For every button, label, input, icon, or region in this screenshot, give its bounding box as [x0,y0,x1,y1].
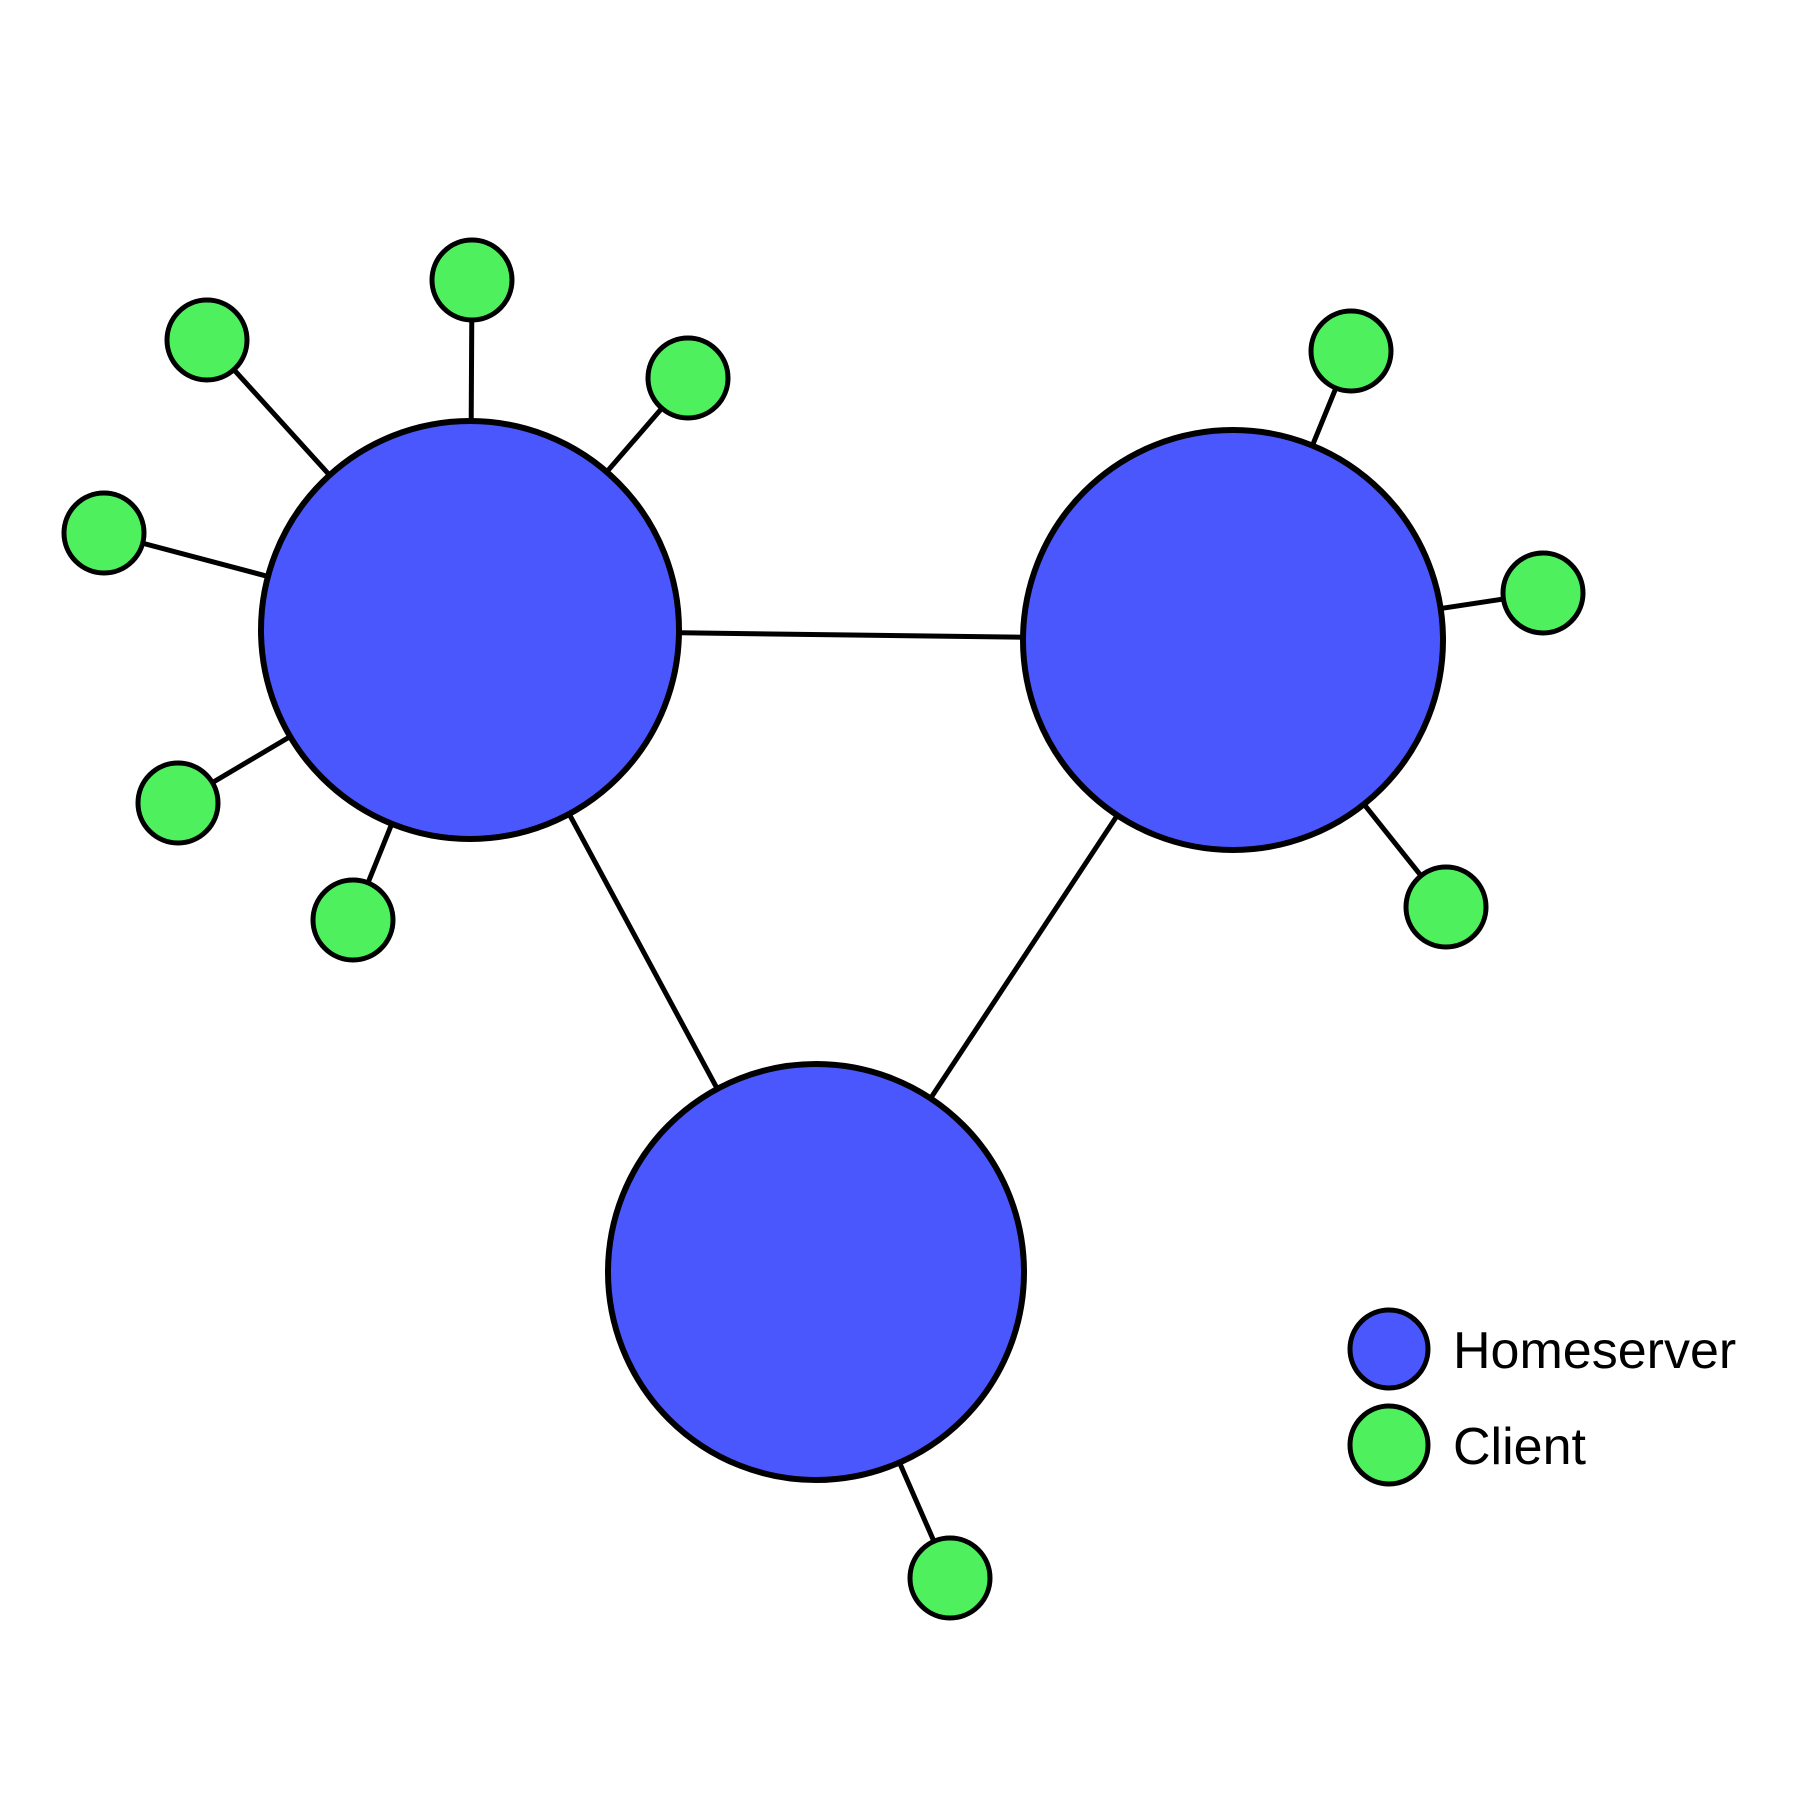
client-node-c5 [135,760,221,846]
client-node-c1 [164,297,250,383]
legend: Homeserver Client [1347,1307,1736,1487]
client-node-c8 [1500,550,1586,636]
legend-client-label: Client [1453,1418,1586,1476]
client-node-c7 [1308,308,1394,394]
legend-homeserver-label: Homeserver [1453,1322,1736,1380]
legend-homeserver-swatch [1347,1307,1431,1391]
client-node-c10 [907,1535,993,1621]
client-node-c6 [310,877,396,963]
homeserver-node-hs3 [605,1061,1027,1483]
legend-client-swatch [1347,1403,1431,1487]
homeserver-node-hs2 [1020,427,1446,853]
nodes-layer [61,237,1586,1621]
client-node-c4 [61,490,147,576]
client-node-c3 [645,335,731,421]
client-node-c2 [429,237,515,323]
homeserver-node-hs1 [258,418,682,842]
client-node-c9 [1403,864,1489,950]
